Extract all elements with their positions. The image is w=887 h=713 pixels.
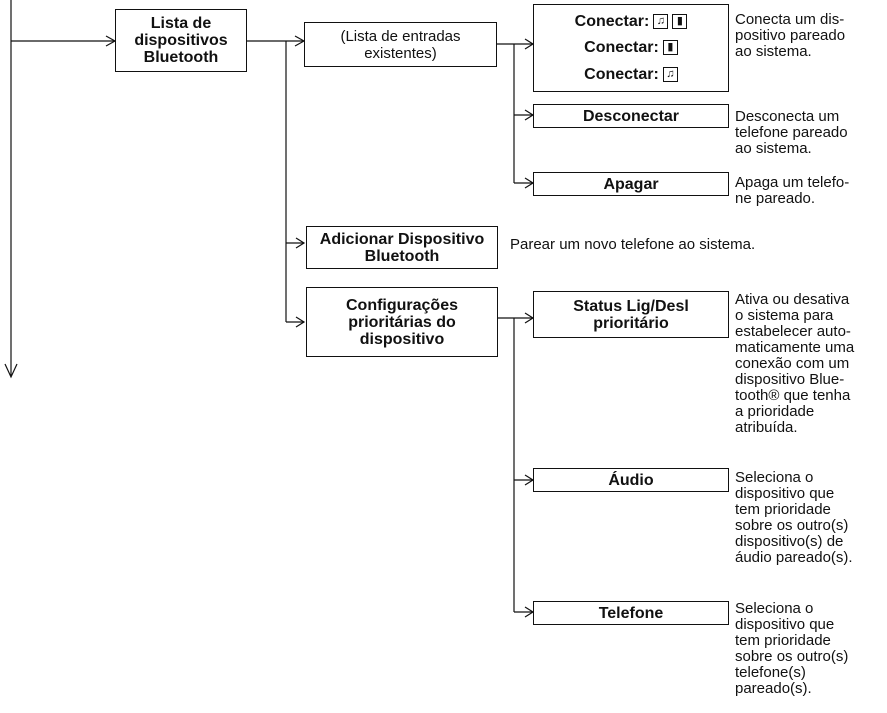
node-desconectar[interactable]: Desconectar [533, 104, 729, 128]
desc-conectar: Conecta um dis- positivo pareado ao sist… [735, 11, 846, 60]
conectar-row-music[interactable]: Conectar: ♫ [584, 66, 678, 83]
desc-apagar: Apaga um telefo- ne pareado. [735, 174, 850, 207]
phone-icon: ▮ [662, 40, 678, 56]
node-conectar-group: Conectar: ♫ ▮ Conectar: ▮ Conectar: ♫ [533, 4, 729, 92]
node-lista-entradas[interactable]: (Lista de entradas existentes) [304, 22, 497, 67]
phone-icon: ▮ [672, 13, 688, 29]
desc-desconectar: Desconecta um telefone pareado ao sistem… [735, 108, 848, 157]
node-configuracoes-prioritarias[interactable]: Configurações prioritárias do dispositiv… [306, 287, 498, 357]
node-apagar[interactable]: Apagar [533, 172, 729, 196]
node-audio[interactable]: Áudio [533, 468, 729, 492]
node-label: Status Lig/Desl prioritário [573, 297, 689, 332]
conectar-row-phone[interactable]: Conectar: ▮ [584, 39, 678, 56]
music-icon: ♫ [662, 67, 678, 83]
node-label: Configurações prioritárias do dispositiv… [345, 296, 458, 348]
conectar-label: Conectar: [584, 66, 659, 84]
node-adicionar-dispositivo[interactable]: Adicionar Dispositivo Bluetooth [306, 226, 498, 269]
desc-audio: Seleciona o dispositivo que tem priorida… [735, 469, 853, 566]
node-label: (Lista de entradas existentes) [340, 27, 461, 62]
conectar-row-music-phone[interactable]: Conectar: ♫ ▮ [575, 13, 688, 30]
node-label: Áudio [608, 471, 654, 489]
music-icon: ♫ [653, 13, 669, 29]
desc-adicionar: Parear um novo telefone ao sistema. [510, 236, 756, 253]
node-status-prioritario[interactable]: Status Lig/Desl prioritário [533, 291, 729, 338]
conectar-label: Conectar: [574, 12, 650, 30]
node-label: Lista de dispositivos Bluetooth [134, 15, 228, 66]
node-label: Telefone [598, 604, 664, 622]
conectar-label: Conectar: [584, 39, 659, 57]
desc-telefone: Seleciona o dispositivo que tem priorida… [735, 600, 849, 697]
node-lista-dispositivos-bluetooth[interactable]: Lista de dispositivos Bluetooth [115, 9, 247, 72]
node-label: Apagar [603, 175, 659, 193]
node-label: Desconectar [582, 107, 680, 125]
node-telefone[interactable]: Telefone [533, 601, 729, 625]
node-label: Adicionar Dispositivo Bluetooth [319, 230, 485, 265]
desc-status: Ativa ou desativa o sistema para estabel… [735, 291, 855, 436]
